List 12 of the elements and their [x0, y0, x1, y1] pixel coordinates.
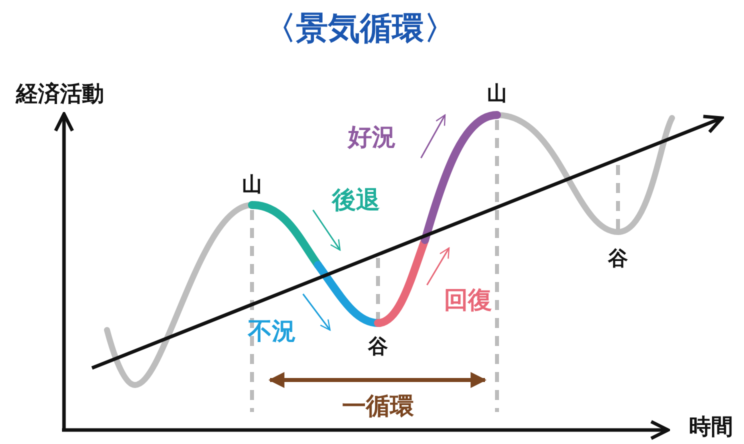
trough-label: 谷 [608, 248, 628, 268]
peak-label: 山 [242, 174, 262, 194]
phase-label: 回復 [444, 288, 492, 312]
phase-label: 好況 [348, 125, 396, 149]
trough-label: 谷 [368, 336, 388, 356]
peak-label: 山 [487, 83, 507, 103]
axis-label: 時間 [689, 417, 733, 439]
axis-label: 経済活動 [16, 84, 104, 106]
chart-title: 〈景気循環〉 [264, 12, 456, 44]
phase-label: 後退 [332, 188, 380, 212]
phase-label: 不況 [248, 319, 296, 343]
cycle-label: 一循環 [342, 394, 414, 418]
